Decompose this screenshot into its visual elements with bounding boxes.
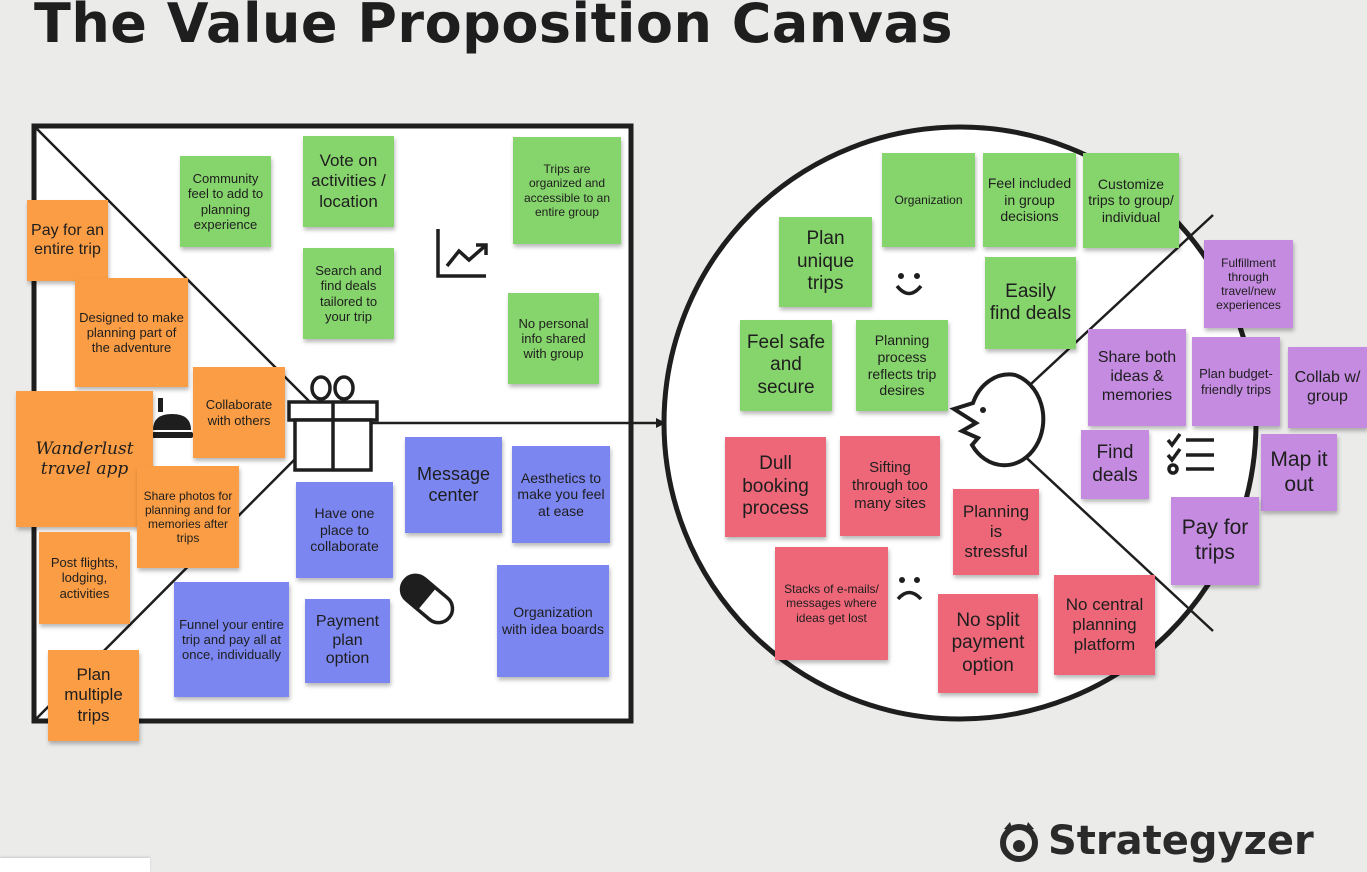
sticky-note-gain-creator[interactable]: Search and find deals tailored to your t…	[303, 248, 394, 339]
sticky-note-gain[interactable]: Organization	[882, 153, 975, 247]
corner-tab	[0, 858, 150, 872]
pill-icon	[399, 573, 455, 625]
sticky-note-product[interactable]: Pay for an entire trip	[27, 200, 108, 281]
sticky-note-pain[interactable]: No split payment option	[938, 594, 1038, 693]
sticky-note-job[interactable]: Collab w/ group	[1288, 347, 1367, 428]
sticky-note-job[interactable]: Share both ideas & memories	[1088, 329, 1186, 426]
checklist-icon	[1166, 432, 1214, 475]
sticky-note-pain[interactable]: No central planning platform	[1054, 575, 1155, 675]
sticky-note-job[interactable]: Map it out	[1261, 434, 1337, 511]
sticky-note-pain[interactable]: Dull booking process	[725, 437, 826, 537]
sticky-note-gain[interactable]: Customize trips to group/ individual	[1083, 153, 1179, 248]
sticky-note-pain-reliever[interactable]: Payment plan option	[305, 599, 390, 683]
page-title: The Value Proposition Canvas	[34, 0, 954, 55]
sticky-note-job[interactable]: Pay for trips	[1171, 497, 1259, 585]
sticky-note-gain-creator[interactable]: Vote on activities / location	[303, 136, 394, 227]
sticky-note-job[interactable]: Find deals	[1081, 430, 1149, 499]
chart-up-icon	[436, 229, 488, 278]
profile-divider-bottom	[1003, 436, 1214, 632]
sticky-note-gain-creator[interactable]: Trips are organized and accessible to an…	[513, 137, 621, 244]
frown-icon	[896, 577, 923, 601]
fit-arrow-right	[656, 418, 666, 428]
sticky-note-pain[interactable]: Stacks of e-mails/ messages where ideas …	[775, 547, 888, 660]
strategyzer-logo-icon	[1000, 822, 1038, 862]
sticky-note-product[interactable]: Share photos for planning and for memori…	[137, 466, 239, 568]
sticky-note-pain[interactable]: Sifting through too many sites	[840, 436, 940, 536]
sticky-note-product[interactable]: Designed to make planning part of the ad…	[75, 278, 188, 387]
sticky-note-gain[interactable]: Plan unique trips	[779, 217, 872, 307]
sticky-note-gain[interactable]: Planning process reflects trip desires	[856, 320, 948, 411]
sticky-note-pain-reliever[interactable]: Have one place to collaborate	[296, 482, 393, 578]
sticky-note-pain-reliever[interactable]: Funnel your entire trip and pay all at o…	[174, 582, 289, 697]
sticky-note-pain-reliever[interactable]: Aesthetics to make you feel at ease	[512, 446, 610, 543]
sticky-note-gain[interactable]: Easily find deals	[985, 257, 1076, 349]
bell-icon	[152, 398, 193, 438]
sticky-note-product[interactable]: Collaborate with others	[193, 367, 285, 458]
sticky-note-gain-creator[interactable]: No personal info shared with group	[508, 293, 599, 384]
sticky-note-pain-reliever[interactable]: Organization with idea boards	[497, 565, 609, 677]
sticky-note-gain[interactable]: Feel safe and secure	[740, 320, 832, 411]
strategyzer-brand: Strategyzer	[996, 818, 1314, 864]
sticky-note-job[interactable]: Fulfillment through travel/new experienc…	[1204, 240, 1293, 328]
sticky-note-pain[interactable]: Planning is stressful	[953, 489, 1039, 575]
sticky-note-pain-reliever[interactable]: Message center	[405, 437, 502, 533]
gift-icon	[287, 375, 379, 472]
sticky-note-job[interactable]: Plan budget-friendly trips	[1192, 337, 1280, 426]
sticky-note-gain-creator[interactable]: Community feel to add to planning experi…	[180, 156, 271, 247]
sticky-note-product[interactable]: Post flights, lodging, activities	[39, 532, 130, 624]
brand-name: Strategyzer	[1048, 818, 1314, 864]
sticky-note-product[interactable]: Plan multiple trips	[48, 650, 139, 741]
sticky-note-product-name[interactable]: Wanderlust travel app	[16, 391, 153, 527]
sticky-note-gain[interactable]: Feel included in group decisions	[983, 153, 1076, 247]
smile-icon	[895, 273, 923, 296]
face-icon	[949, 372, 1046, 468]
